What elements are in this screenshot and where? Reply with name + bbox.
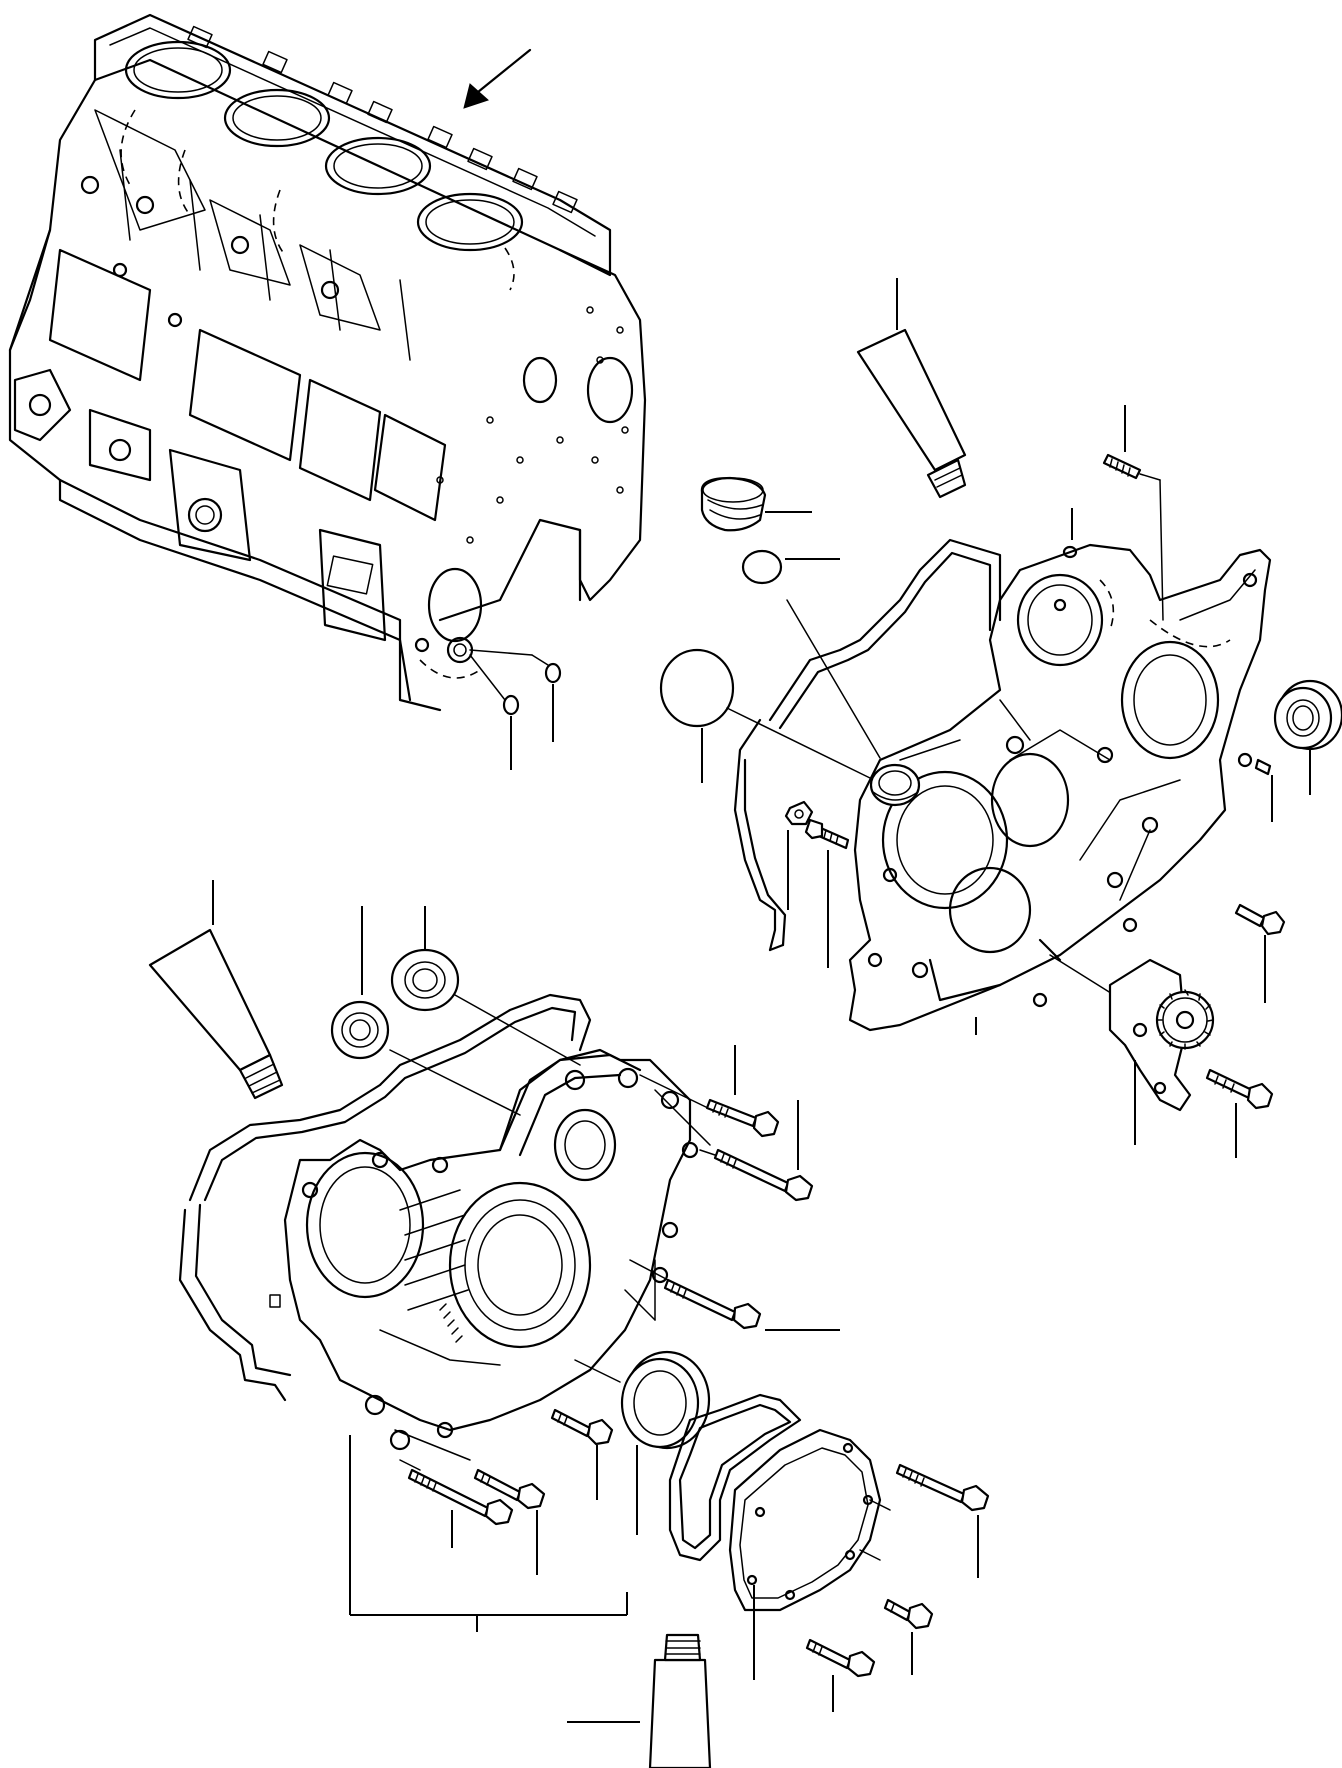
bolt-9 <box>805 1638 876 1712</box>
bearing-upper <box>1273 679 1342 795</box>
dowel-pin <box>1254 758 1273 822</box>
bolt-8 <box>883 1598 934 1675</box>
cover-plate <box>728 1428 891 1680</box>
hex-bolt <box>804 818 850 968</box>
oil-pump <box>1108 958 1215 1145</box>
large-o-ring <box>659 648 871 783</box>
cap-o-ring <box>741 549 881 759</box>
timing-cover-gasket <box>178 993 592 1402</box>
block-plugs <box>469 649 562 770</box>
cover-bolts-lower <box>394 1408 614 1575</box>
cover-plate-gasket <box>668 1393 802 1562</box>
housing-bolt-right <box>1234 903 1286 1003</box>
cover-bolts-right <box>624 1259 840 1331</box>
bolt-7 <box>895 1463 990 1578</box>
pump-bolt <box>1205 1068 1274 1158</box>
cover-bolts-upper <box>639 1045 814 1202</box>
cover-plate-bolts <box>805 1463 990 1712</box>
group-bracket <box>349 1435 628 1632</box>
bearing-pair-lower <box>330 906 581 1116</box>
sealant-tube-bottom <box>567 1633 712 1768</box>
timing-cover <box>269 1048 699 1451</box>
front-gasket-upper <box>733 538 1002 952</box>
sealant-tube-top <box>856 278 967 499</box>
bolt-4 <box>407 1468 514 1548</box>
bolt-5 <box>473 1468 546 1575</box>
flange-nut <box>784 800 814 910</box>
bolt-2 <box>713 1100 814 1202</box>
housing-leaders <box>975 954 1131 1035</box>
gear-housing-upper <box>848 543 1272 1032</box>
bolt-1 <box>705 1045 780 1138</box>
bolt-6 <box>550 1408 614 1500</box>
sealant-tube-left <box>148 880 284 1100</box>
direction-arrow <box>463 48 532 109</box>
oil-filler-cap <box>700 476 812 532</box>
bolt-3 <box>663 1278 840 1331</box>
cylinder-block <box>8 13 647 712</box>
stud-bolt <box>1062 405 1164 621</box>
